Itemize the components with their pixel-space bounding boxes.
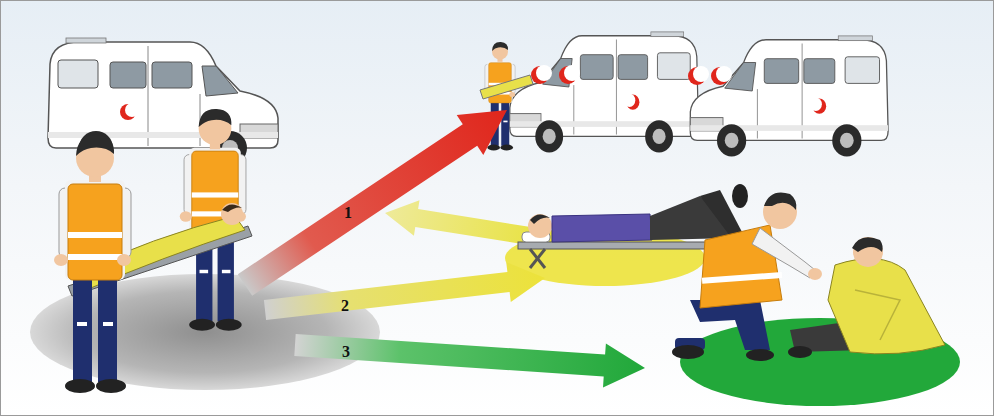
red-arrow	[238, 110, 507, 296]
ambulance	[690, 36, 888, 157]
green-arrow	[294, 334, 645, 387]
yellow-arrow	[264, 262, 545, 320]
rear-crescents	[531, 65, 732, 85]
callout-number: 1	[344, 204, 352, 222]
sitting-patient	[788, 237, 945, 358]
return-arrow	[385, 200, 556, 249]
callout-number: 3	[342, 343, 350, 361]
stretcher-team	[54, 109, 252, 393]
callout-number: 2	[341, 297, 349, 315]
ambulance	[510, 32, 699, 153]
